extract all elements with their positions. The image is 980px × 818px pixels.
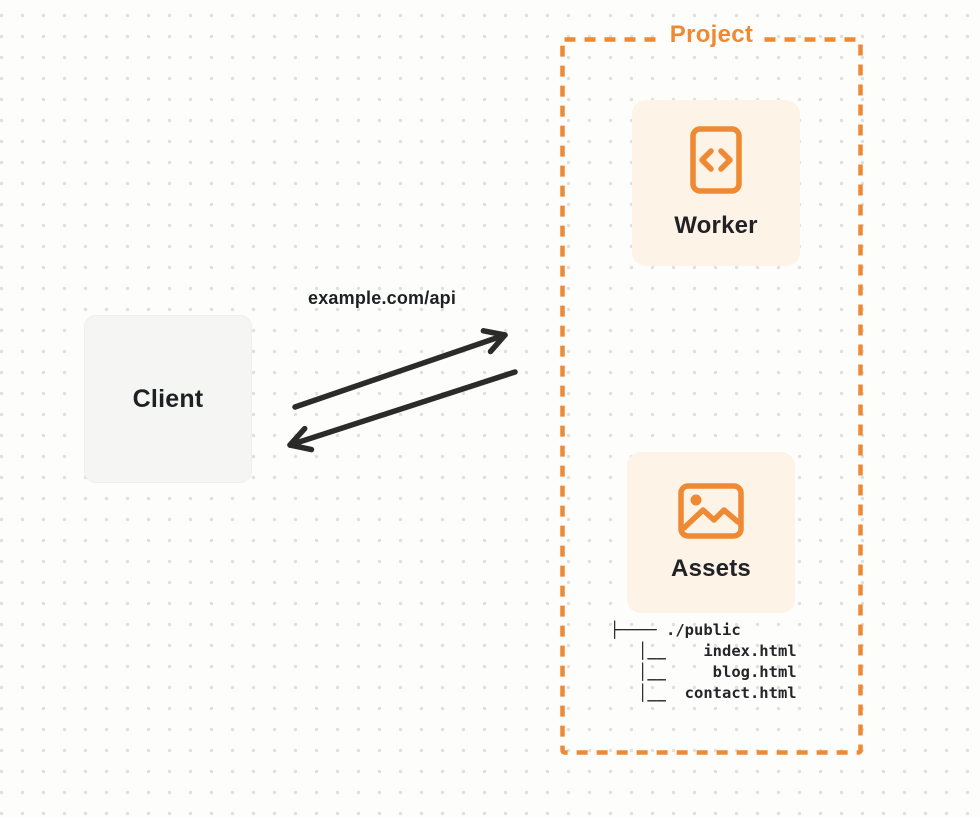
- image-icon: [678, 482, 744, 539]
- assets-label: Assets: [671, 554, 751, 582]
- response-arrow: [287, 369, 518, 453]
- code-file-icon: [690, 126, 742, 194]
- tree-line: │__ contact.html: [610, 684, 797, 702]
- worker-label: Worker: [674, 212, 758, 239]
- tree-line: ├──── ./public: [610, 621, 741, 639]
- assets-file-tree: ├──── ./public │__ index.html │__ blog.h…: [610, 620, 797, 704]
- tree-line: │__ index.html: [610, 642, 797, 660]
- project-title: Project: [560, 21, 863, 49]
- worker-node: Worker: [632, 100, 800, 266]
- api-url-label: example.com/api: [308, 288, 457, 308]
- tree-line: │__ blog.html: [610, 663, 797, 681]
- assets-node: Assets: [627, 452, 795, 613]
- request-arrow: [292, 328, 508, 410]
- client-label: Client: [132, 384, 204, 413]
- client-node: Client: [84, 315, 252, 483]
